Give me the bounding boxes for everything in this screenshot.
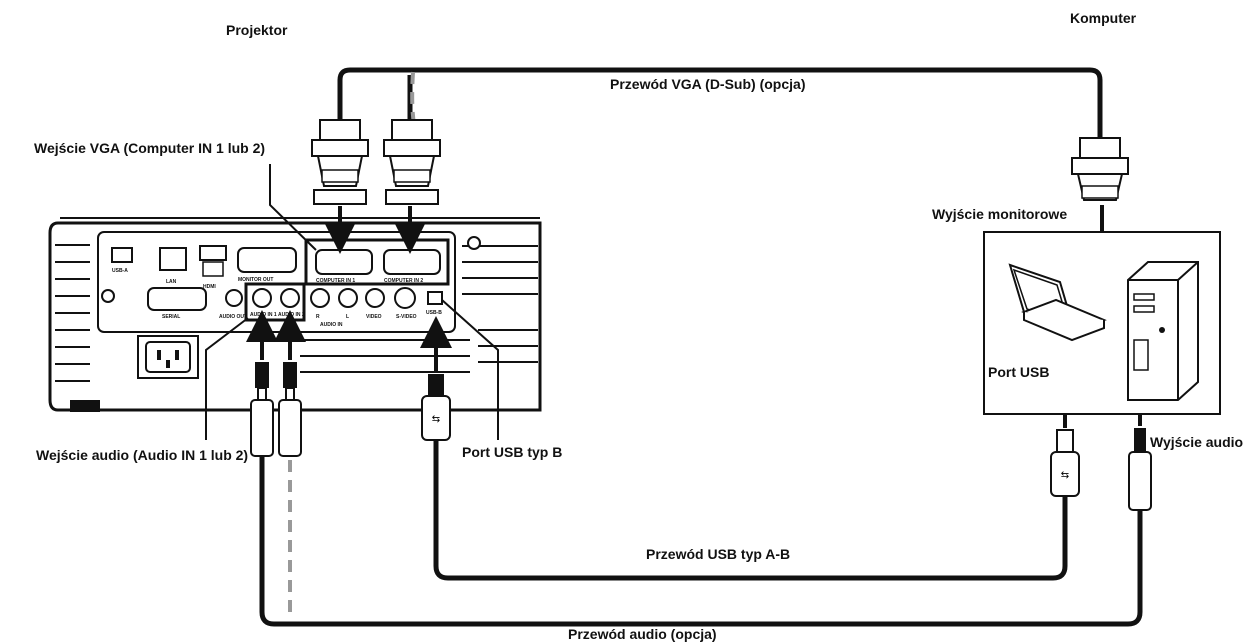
usb-icon: ⇆ (1061, 470, 1069, 481)
audio-out-jack (225, 289, 243, 307)
desktop-tower-icon (1127, 261, 1199, 401)
hdmi-port-label: HDMI (203, 284, 216, 290)
io-panel: USB-A LAN HDMI MONITOR OUT COMPUTER IN 1… (97, 231, 481, 333)
usb-port-label: Port USB (988, 364, 1050, 380)
lan-port-label: LAN (166, 279, 177, 285)
audio-r-jack (310, 288, 330, 308)
s-video-port (394, 287, 416, 309)
vga-cable (337, 67, 1103, 145)
audio-input-label: Wejście audio (Audio IN 1 lub 2) (36, 447, 249, 463)
audio-out-jack-label: AUDIO OUT (219, 314, 247, 320)
audio-l-jack-label: L (346, 314, 349, 320)
audio-output-label: Wyjście audio (1150, 434, 1244, 450)
monitor-out-port (237, 247, 297, 273)
projector-label: Projektor (226, 22, 288, 38)
monitor-out-port-label: MONITOR OUT (238, 277, 273, 283)
hdmi-port (199, 245, 227, 261)
usb-b-port (427, 291, 443, 305)
audio-cable (259, 455, 1143, 627)
audio-in-1-jack (252, 288, 272, 308)
usb-a-plug: ⇆ (1050, 429, 1080, 497)
audio-in-rl-label: AUDIO IN (320, 322, 343, 328)
vga-connector-2 (383, 119, 441, 205)
vga-input-highlight (304, 238, 450, 286)
audio-l-jack (338, 288, 358, 308)
vga-cable-label: Przewód VGA (D-Sub) (opcja) (610, 76, 806, 92)
s-video-port-label: S-VIDEO (396, 314, 417, 320)
lan-port (159, 247, 187, 271)
computer-in-1-port-label: COMPUTER IN 1 (316, 278, 355, 284)
monitor-output-label: Wyjście monitorowe (932, 206, 1068, 222)
usb-a-port-label: USB-A (112, 268, 128, 274)
usb-icon: ⇆ (432, 414, 440, 425)
usb-type-b-port-label: Port USB typ B (462, 444, 563, 460)
laptop-icon (1008, 263, 1107, 342)
serial-port (147, 287, 207, 311)
serial-port-label: SERIAL (162, 314, 180, 320)
usb-b-port-label: USB-B (426, 310, 442, 316)
audio-plug-computer (1128, 428, 1152, 511)
usb-b-plug: ⇆ (421, 374, 451, 441)
audio-plug-2 (278, 362, 302, 457)
audio-r-jack-label: R (316, 314, 320, 320)
audio-in-2-jack (280, 288, 300, 308)
video-jack (365, 288, 385, 308)
video-jack-label: VIDEO (366, 314, 382, 320)
vga-connector-1 (311, 119, 369, 205)
usb-cable-label: Przewód USB typ A-B (646, 546, 791, 562)
usb-cable (433, 440, 1068, 581)
audio-cable-label: Przewód audio (opcja) (568, 626, 717, 642)
usb-a-port (111, 247, 133, 263)
audio-plug-1 (250, 362, 274, 457)
power-inlet (137, 335, 199, 379)
computer-label: Komputer (1070, 10, 1137, 26)
computer-in-2-port-label: COMPUTER IN 2 (384, 278, 423, 284)
vga-input-label: Wejście VGA (Computer IN 1 lub 2) (34, 140, 266, 156)
vga-connector-computer (1071, 137, 1129, 201)
